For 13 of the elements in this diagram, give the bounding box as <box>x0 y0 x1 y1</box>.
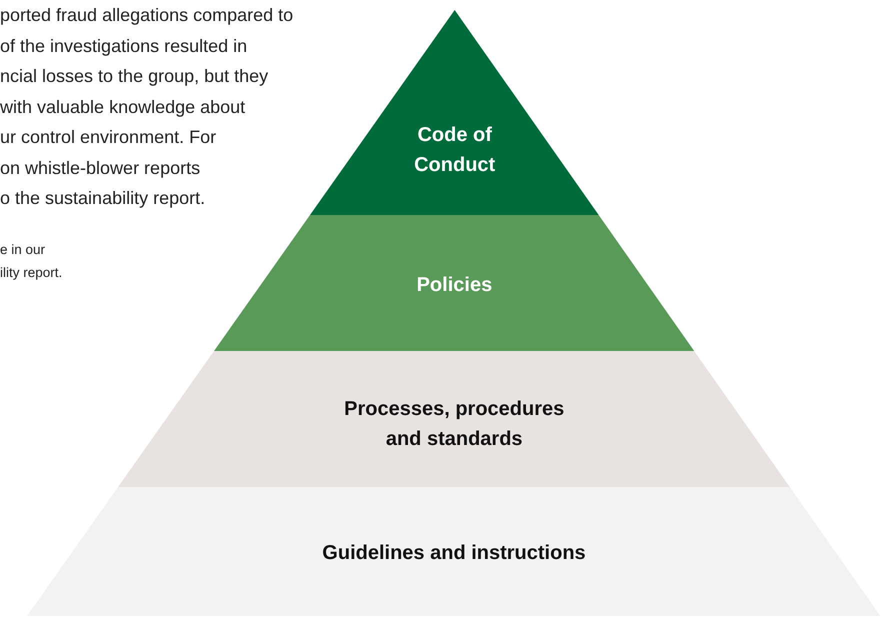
body-text-line: with valuable knowledge about <box>0 96 246 119</box>
body-text-line: ported fraud allegations compared to <box>0 4 294 27</box>
body-text-line: of the investigations resulted in <box>0 34 248 58</box>
body-text-line: ur control environment. For <box>0 126 216 149</box>
body-text-line: ncial losses to the group, but they <box>0 65 268 88</box>
footnote-text-line: e in our <box>0 241 46 259</box>
level-label: Code of Conduct <box>413 123 496 178</box>
body-text-line: o the sustainability report. <box>0 187 206 210</box>
footnote-text-line: ility report. <box>0 264 62 282</box>
body-text-line: on whistle-blower reports <box>0 156 200 180</box>
level-label: Guidelines and instructions <box>321 541 587 566</box>
level-label: Processes, procedures and standards <box>343 397 566 452</box>
level-label: Policies <box>416 273 494 298</box>
